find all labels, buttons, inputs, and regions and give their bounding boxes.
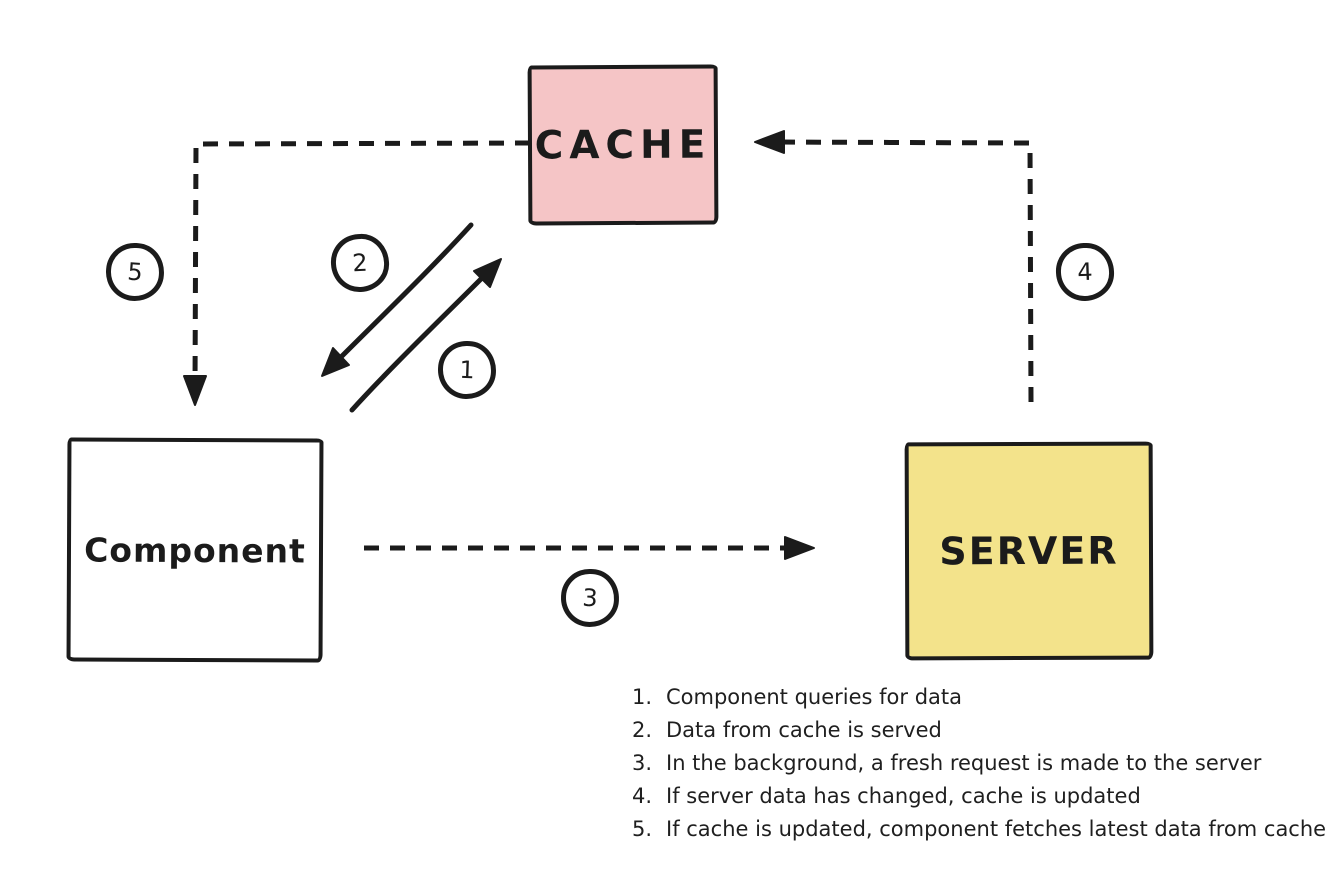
component-node: Component bbox=[66, 437, 324, 663]
component-label: Component bbox=[84, 530, 306, 570]
legend-item-5-text: If cache is updated, component fetches l… bbox=[666, 817, 1327, 841]
legend: 1. Component queries for data 2. Data fr… bbox=[632, 681, 1326, 846]
legend-item-3: 3. In the background, a fresh request is… bbox=[632, 747, 1322, 780]
legend-item-3-number: 3. bbox=[632, 751, 653, 775]
arrowhead-5-down-icon bbox=[183, 375, 207, 406]
cache-label: CACHE bbox=[534, 122, 712, 168]
arrow-5-cache-to-component bbox=[192, 140, 531, 389]
arrowhead-2-downleft-icon bbox=[321, 347, 350, 377]
legend-item-4-text: If server data has changed, cache is upd… bbox=[666, 784, 1141, 808]
legend-item-4-number: 4. bbox=[632, 784, 653, 808]
server-node: SERVER bbox=[904, 441, 1154, 661]
legend-item-3-text: In the background, a fresh request is ma… bbox=[666, 751, 1262, 775]
cache-node: CACHE bbox=[527, 64, 719, 226]
arrowhead-4-left-icon bbox=[754, 130, 785, 154]
legend-item-2-number: 2. bbox=[632, 718, 653, 742]
step-badge-5-number: 5 bbox=[126, 257, 144, 287]
legend-item-5: 5. If cache is updated, component fetche… bbox=[632, 813, 1326, 846]
legend-item-1: 1. Component queries for data bbox=[632, 681, 1322, 714]
step-badge-4-number: 4 bbox=[1076, 257, 1094, 287]
arrow-4-server-to-cache bbox=[771, 139, 1034, 403]
legend-item-2: 2. Data from cache is served bbox=[632, 714, 1322, 747]
legend-item-1-text: Component queries for data bbox=[666, 685, 963, 709]
step-badge-3-number: 3 bbox=[581, 583, 599, 613]
arrowhead-3-right-icon bbox=[784, 536, 815, 560]
legend-item-1-number: 1. bbox=[632, 685, 653, 709]
server-label: SERVER bbox=[939, 528, 1119, 574]
legend-item-4: 4. If server data has changed, cache is … bbox=[632, 780, 1322, 813]
step-badge-1-number: 1 bbox=[458, 355, 476, 385]
arrow-1-component-to-cache bbox=[349, 272, 488, 413]
step-badge-2-number: 2 bbox=[351, 248, 369, 278]
arrow-2-cache-to-component bbox=[335, 222, 474, 363]
legend-item-5-number: 5. bbox=[632, 817, 653, 841]
legend-item-2-text: Data from cache is served bbox=[666, 718, 942, 742]
arrowhead-1-upright-icon bbox=[473, 258, 502, 288]
